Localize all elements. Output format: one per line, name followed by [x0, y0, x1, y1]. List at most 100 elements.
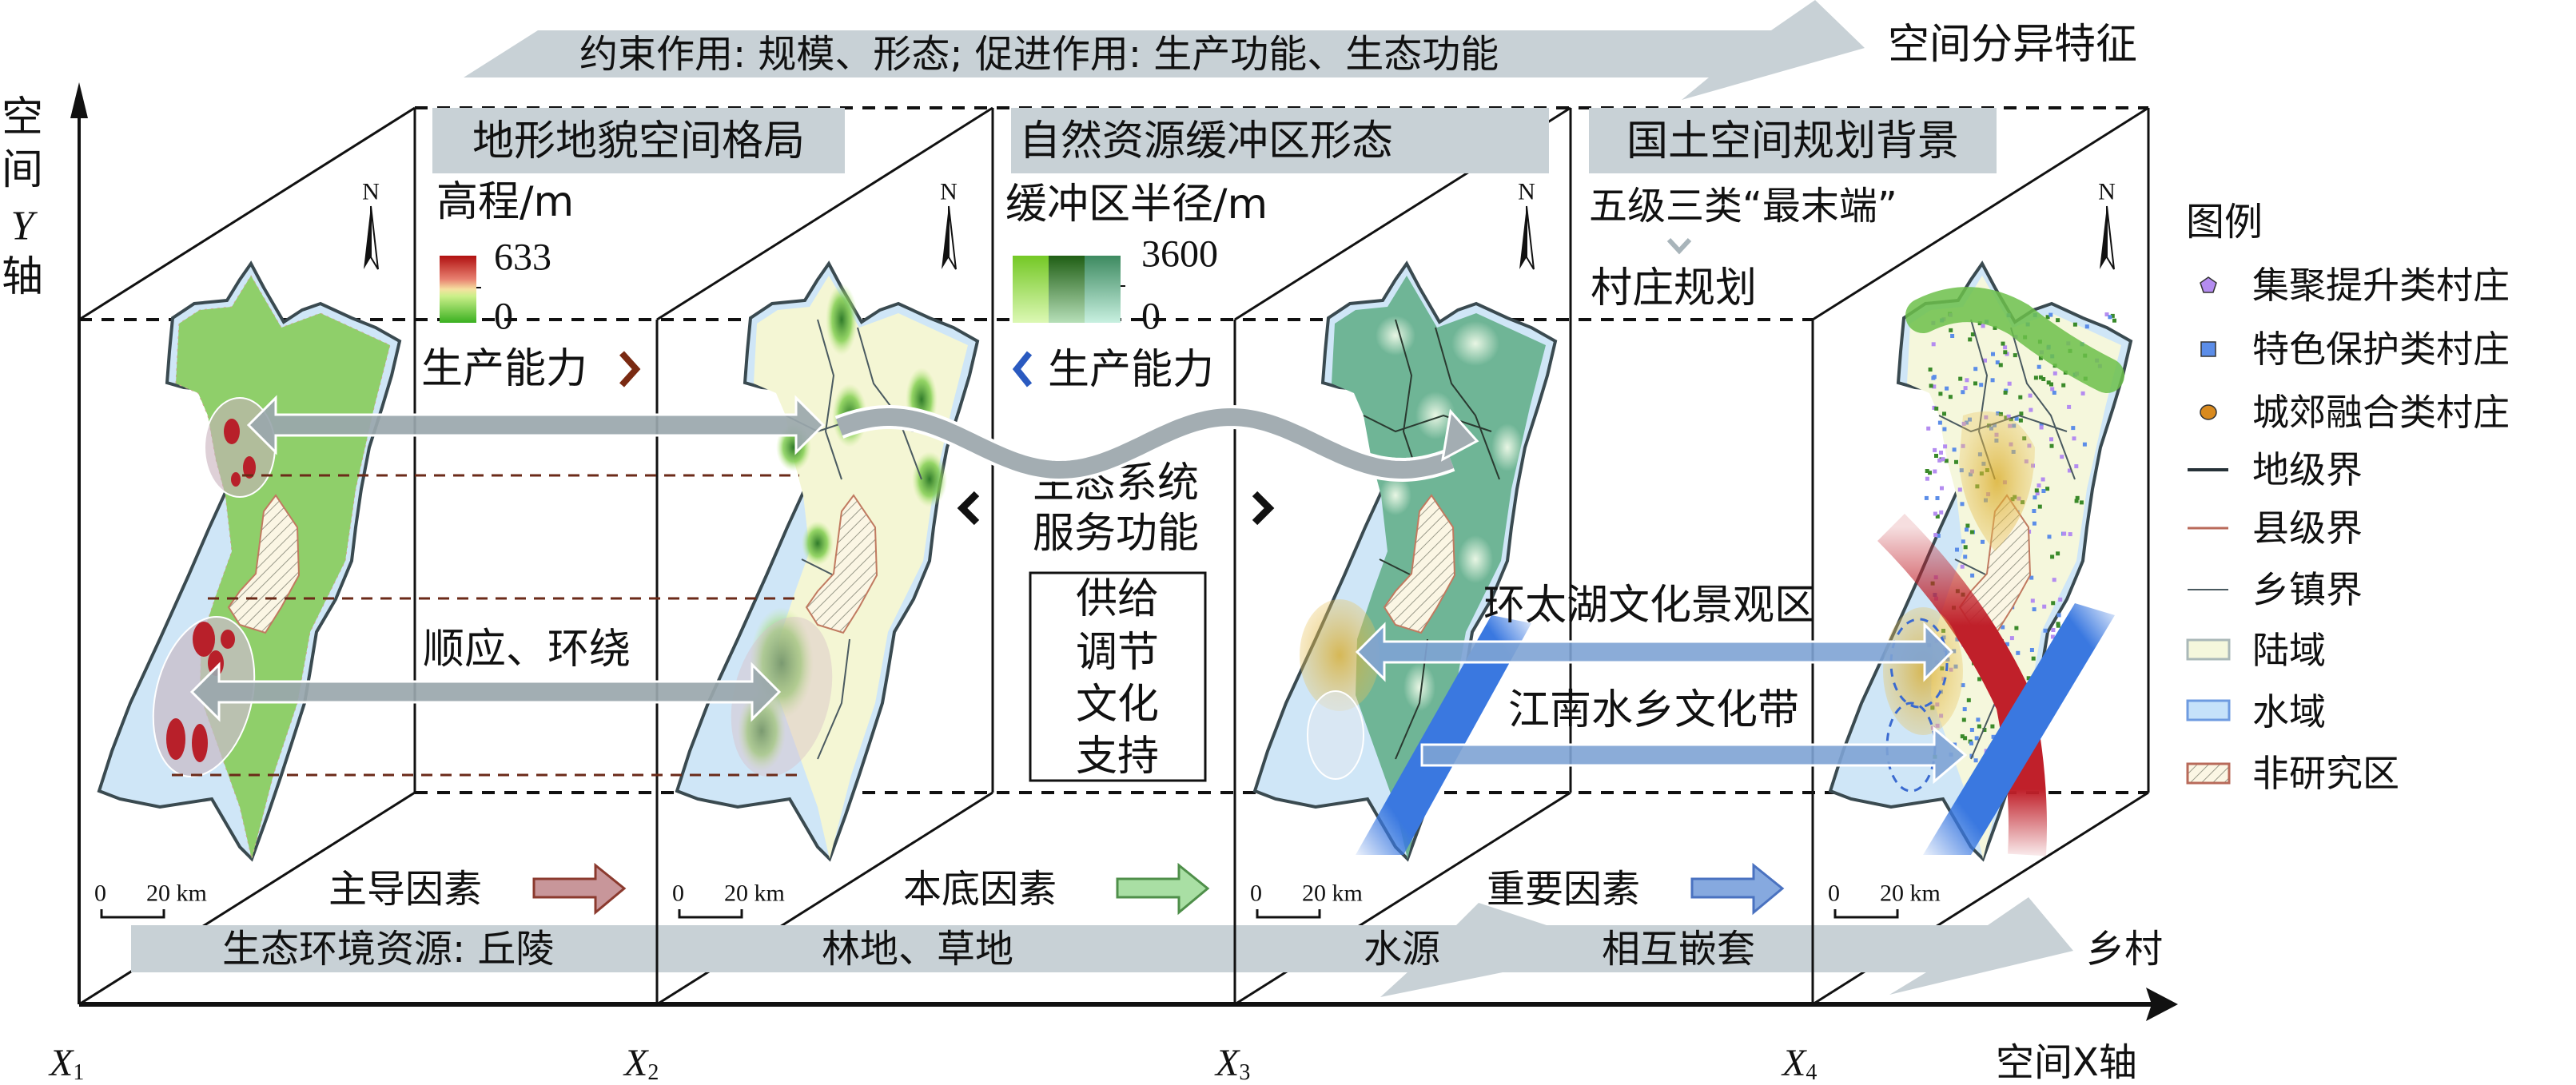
elevation-colorbar [440, 256, 476, 323]
village-point [2039, 422, 2044, 427]
village-point [2072, 322, 2077, 327]
village-point [2013, 353, 2017, 358]
village-point [2049, 382, 2053, 387]
village-point [1965, 378, 1969, 383]
ecological-green-belt [1905, 287, 2124, 393]
village-point [1933, 533, 1938, 538]
village-point [1952, 447, 1957, 452]
village-point [2051, 601, 2056, 606]
village-point [1940, 486, 1944, 491]
arrow-right-icon [1690, 862, 1785, 916]
village-point [2007, 381, 2012, 386]
village-point [1981, 324, 1985, 328]
chevron-right-icon [619, 351, 641, 388]
legend-min: 0 [1141, 296, 1161, 338]
village-point [1963, 386, 1968, 391]
village-point [1970, 332, 1975, 336]
legend-title: 高程/m [436, 178, 574, 226]
village-point [1933, 447, 1937, 452]
village-point [1965, 523, 1970, 528]
village-point [1977, 724, 1981, 729]
village-point [2050, 554, 2055, 559]
village-point [2001, 341, 2005, 346]
hill-guide-lines [172, 474, 799, 777]
village-point [2032, 521, 2037, 526]
map-village-planning [1829, 262, 2132, 860]
village-point [1950, 334, 1955, 338]
legend-min: 0 [494, 296, 513, 338]
village-point [2005, 642, 2009, 646]
village-point [2050, 634, 2055, 639]
water-buffer-rings [1376, 316, 1523, 711]
north-arrows: N N N N [362, 179, 2116, 270]
north-arrow-icon: N [362, 179, 380, 270]
svg-text:N: N [1518, 179, 1535, 205]
village-point [2009, 636, 2014, 641]
legend-item: 城郊融合类村庄 [2252, 391, 2510, 434]
village-point [2014, 626, 2019, 630]
result-label: 空间分异特征 [1888, 21, 2137, 69]
village-point [1955, 547, 1959, 552]
culture-zone [1883, 607, 1963, 735]
village-point [1936, 534, 1941, 538]
buffer-swatch-water [1085, 256, 1121, 323]
chevron-right-icon [1252, 491, 1275, 526]
village-point [2038, 356, 2043, 360]
productivity-double-arrow [246, 395, 826, 455]
village-point [1933, 469, 1937, 474]
village-point [1966, 698, 1971, 702]
panel-title-1: 地形地貌空间格局 [432, 108, 845, 173]
village-point [2062, 531, 2067, 536]
band-item: 生态环境资源: 丘陵 [222, 927, 554, 972]
village-point [2058, 597, 2063, 602]
village-point [2061, 383, 2066, 388]
village-point [1932, 405, 1937, 410]
panel-title-2: 自然资源缓冲区形态 [1011, 108, 1549, 173]
legend-item: 地级界 [2252, 448, 2363, 491]
red-corridor [1877, 514, 2047, 856]
legend-item: 非研究区 [2252, 752, 2399, 795]
village-point [1968, 337, 1973, 342]
village-point [1990, 378, 1995, 383]
village-point [1960, 734, 1965, 739]
village-point [1995, 360, 2000, 365]
land-swatch-icon [2186, 638, 2231, 661]
band-end-label: 乡村 [2086, 927, 2163, 972]
north-arrow-icon: N [2098, 179, 2116, 270]
svg-text:N: N [2098, 179, 2116, 205]
taihu-culture-label: 环太湖文化景观区 [1483, 582, 1816, 630]
svg-text:20 km: 20 km [1302, 880, 1363, 907]
svg-text:0: 0 [672, 880, 684, 907]
y-axis-label-char: 间 [2, 146, 43, 194]
water-culture-belt [1923, 603, 2115, 855]
village-point [1981, 539, 1985, 544]
village-point [2110, 313, 2115, 318]
village-point [2047, 535, 2052, 539]
village-point [2056, 613, 2061, 618]
svg-text:N: N [362, 179, 380, 205]
svg-text:20 km: 20 km [1880, 880, 1941, 907]
y-axis-label-char: Y [11, 204, 38, 249]
village-point [2037, 483, 2041, 488]
village-point [1998, 363, 2003, 368]
chevron-down-icon [1666, 237, 1692, 255]
village-point [1925, 476, 1929, 481]
x-tick-label: X3 [1214, 1042, 1250, 1085]
ecosystem-title-line: 服务功能 [1033, 510, 1199, 558]
village-point [2051, 628, 2056, 632]
village-point [1960, 564, 1965, 569]
elevation-legend: 高程/m 633 0 [436, 178, 574, 338]
village-point [1982, 728, 1987, 732]
title-box [1011, 108, 1549, 173]
non-study-area-swatch-icon [2186, 762, 2231, 785]
village-point [1934, 406, 1939, 411]
legend-title: 缓冲区半径/m [1005, 181, 1268, 229]
map-ecosystem [1253, 262, 1557, 860]
village-point [2029, 575, 2034, 580]
capability-text: 生产能力 [1048, 346, 1214, 394]
village-point [2074, 464, 2079, 469]
village-point [2045, 487, 2050, 491]
